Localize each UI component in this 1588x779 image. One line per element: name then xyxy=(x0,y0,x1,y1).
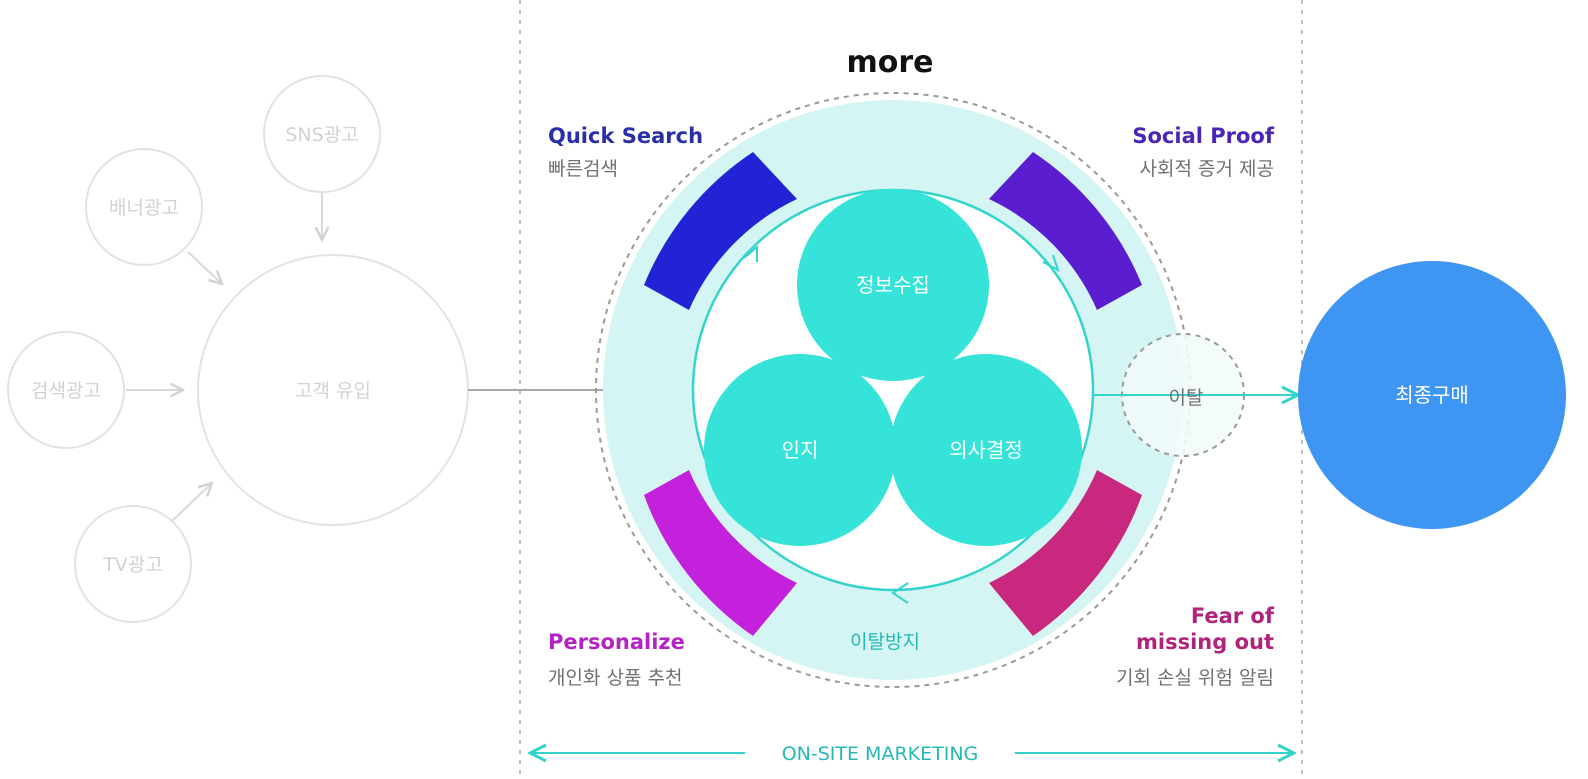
banner-arrow xyxy=(187,251,222,284)
cycle-arrow-top-right xyxy=(1042,254,1060,273)
sns-ad-label: SNS광고 xyxy=(285,124,358,146)
awareness-label: 인지 xyxy=(782,438,819,462)
cycle-arrow-bottom xyxy=(891,582,909,604)
quick-search-title: Quick Search xyxy=(548,124,703,148)
churn-prevention-label: 이탈방지 xyxy=(850,631,920,653)
search-ad-label: 검색광고 xyxy=(31,380,101,402)
cycle-arrow-top-left xyxy=(743,244,758,262)
customer-inflow-label: 고객 유입 xyxy=(295,380,371,402)
tv-arrow xyxy=(172,483,212,521)
info-gathering-label: 정보수집 xyxy=(856,273,930,297)
final-purchase-label: 최종구매 xyxy=(1395,383,1469,407)
search-ad-node xyxy=(7,331,125,449)
on-site-marketing-label: ON-SITE MARKETING xyxy=(782,743,979,765)
sns-ad-node xyxy=(263,75,381,193)
tv-ad-node xyxy=(74,505,192,623)
decision-circle xyxy=(890,354,1082,546)
decision-label: 의사결정 xyxy=(949,438,1023,462)
personalize-subtitle: 개인화 상품 추천 xyxy=(548,667,682,689)
final-purchase-node xyxy=(1298,261,1566,529)
more-logo: more xyxy=(846,45,933,80)
social-proof-subtitle: 사회적 증거 제공 xyxy=(1140,158,1274,180)
banner-ad-label: 배너광고 xyxy=(109,197,179,219)
quick-search-subtitle: 빠른검색 xyxy=(548,158,618,180)
churn-label: 이탈 xyxy=(1169,387,1204,409)
fomo-title-line1: Fear of xyxy=(1191,604,1275,628)
info-gathering-circle xyxy=(797,189,989,381)
personalize-segment xyxy=(644,470,797,636)
banner-ad-node xyxy=(85,148,203,266)
fomo-title-line2: missing out xyxy=(1136,630,1274,654)
fomo-segment xyxy=(989,470,1142,636)
personalize-title: Personalize xyxy=(548,630,685,654)
ad-sources-group: SNS광고 배너광고 검색광고 TV광고 고객 유입 xyxy=(7,75,469,623)
social-proof-title: Social Proof xyxy=(1132,124,1274,148)
quick-search-segment xyxy=(644,152,797,310)
awareness-circle xyxy=(704,354,896,546)
social-proof-segment xyxy=(989,152,1142,310)
fomo-subtitle: 기회 손실 위험 알림 xyxy=(1116,667,1274,689)
tv-ad-label: TV광고 xyxy=(102,554,163,576)
